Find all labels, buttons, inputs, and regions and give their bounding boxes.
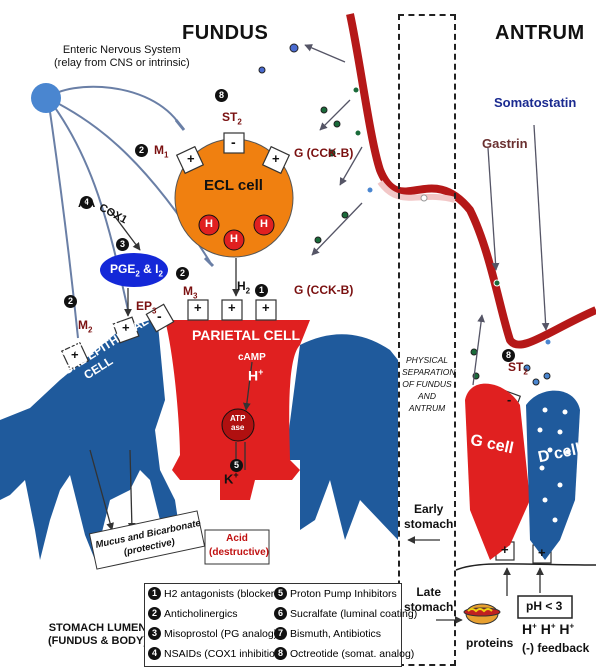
drug-number-8-right: 8 [502, 345, 515, 363]
pge-label: PGE2 & I2 [110, 262, 163, 279]
ecl-granules [198, 214, 275, 251]
separation-label: PHYSICAL SEPARATION OF FUNDUS AND ANTRUM [402, 355, 456, 413]
ecl-m1-plus: + [187, 151, 195, 166]
parietal-h2-plus: + [228, 300, 236, 315]
hormone-dots [258, 43, 551, 386]
antrum-lumen-line [455, 563, 596, 571]
ecl-cell-label: ECL cell [204, 177, 263, 194]
g-cell-shape [465, 383, 530, 560]
drug-number-2-m1: 2 [135, 140, 148, 158]
feedback-label: (-) feedback [522, 641, 590, 655]
drug-number-2-m3: 2 [176, 263, 189, 281]
ecl-histamine-2: H [230, 233, 238, 245]
ens-label: Enteric Nervous System (relay from CNS o… [54, 44, 190, 70]
parietal-cell-label: PARIETAL CELL [192, 327, 301, 343]
gcell-plus: + [501, 542, 509, 557]
hplus-parietal: H+ [248, 367, 264, 384]
right-blue-mucosa [285, 334, 398, 540]
hplus-triple: H+ H+ H+ [522, 621, 575, 637]
kplus-label: K+ [224, 470, 239, 487]
atpase-pump [221, 408, 255, 442]
m3-label: M3 [183, 284, 198, 301]
ens-node [31, 83, 61, 113]
nonparietal-m2-plus: + [71, 347, 79, 362]
g-cckb-top-label: G (CCK-B) [294, 146, 354, 160]
drug-number-2-m2: 2 [64, 291, 77, 309]
m1-label: M1 [154, 143, 169, 160]
fundus-header: FUNDUS [182, 22, 269, 44]
camp-label: cAMP [238, 352, 266, 363]
parietal-m3-plus: + [194, 300, 202, 315]
m2-label: M2 [78, 318, 93, 335]
h2-label: H2 [237, 279, 251, 296]
parietal-g-plus: + [262, 300, 270, 315]
antrum-header: ANTRUM [495, 22, 585, 44]
ecl-st2-minus: - [231, 134, 236, 150]
ecl-receptors [175, 132, 291, 175]
d-cell-shape [526, 390, 580, 560]
drug-number-4: 4 [80, 192, 93, 210]
gcell-minus: - [507, 392, 512, 407]
nonparietal-ep3-plus: + [122, 320, 130, 335]
stomach-lumen-label: STOMACH LUMEN (FUNDUS & BODY) [48, 622, 147, 647]
separation-divider [398, 14, 456, 666]
proteins-label: proteins [466, 636, 514, 650]
pge-oval [100, 253, 168, 287]
early-stomach-label: Early stomach [404, 502, 454, 531]
ecl-histamine-1: H [205, 218, 213, 230]
ecl-histamine-3: H [260, 218, 268, 230]
late-stomach-label: Late stomach [404, 585, 454, 614]
d-cell-granules [537, 407, 571, 523]
ph-label: pH < 3 [526, 599, 563, 613]
dcell-plus: + [538, 545, 546, 560]
st2-top-label: ST2 [222, 110, 242, 127]
blood-vessel [346, 13, 596, 349]
g-cckb-mid-label: G (CCK-B) [294, 283, 354, 297]
acid-label: Acid (destructive) [209, 533, 270, 558]
acid-box [204, 529, 270, 565]
somatostatin-label: Somatostatin [494, 95, 577, 110]
gastrin-label: Gastrin [482, 136, 528, 151]
vessel-arrows [304, 44, 550, 386]
ph-box [517, 595, 573, 619]
drug-number-1: 1 [255, 280, 268, 298]
ep3-label: EP3 [136, 299, 157, 316]
pathway-arrows [89, 209, 544, 624]
aa-label: AA [78, 196, 96, 210]
parietal-minus: - [157, 308, 162, 324]
protein-food-icon [463, 603, 501, 625]
nonparietal-cell [0, 320, 178, 560]
mucus-box [88, 510, 206, 570]
drug-number-5: 5 [230, 455, 243, 473]
drug-number-3: 3 [116, 234, 129, 252]
drug-number-8-top: 8 [215, 85, 228, 103]
ens-label-line1: Enteric Nervous System [62, 44, 181, 56]
atpase-label: ATP ase [230, 414, 246, 432]
ecl-g-plus: + [272, 151, 280, 166]
ens-label-line2: (relay from CNS or intrinsic) [54, 57, 190, 69]
st2-right-label: ST2 [508, 360, 528, 377]
